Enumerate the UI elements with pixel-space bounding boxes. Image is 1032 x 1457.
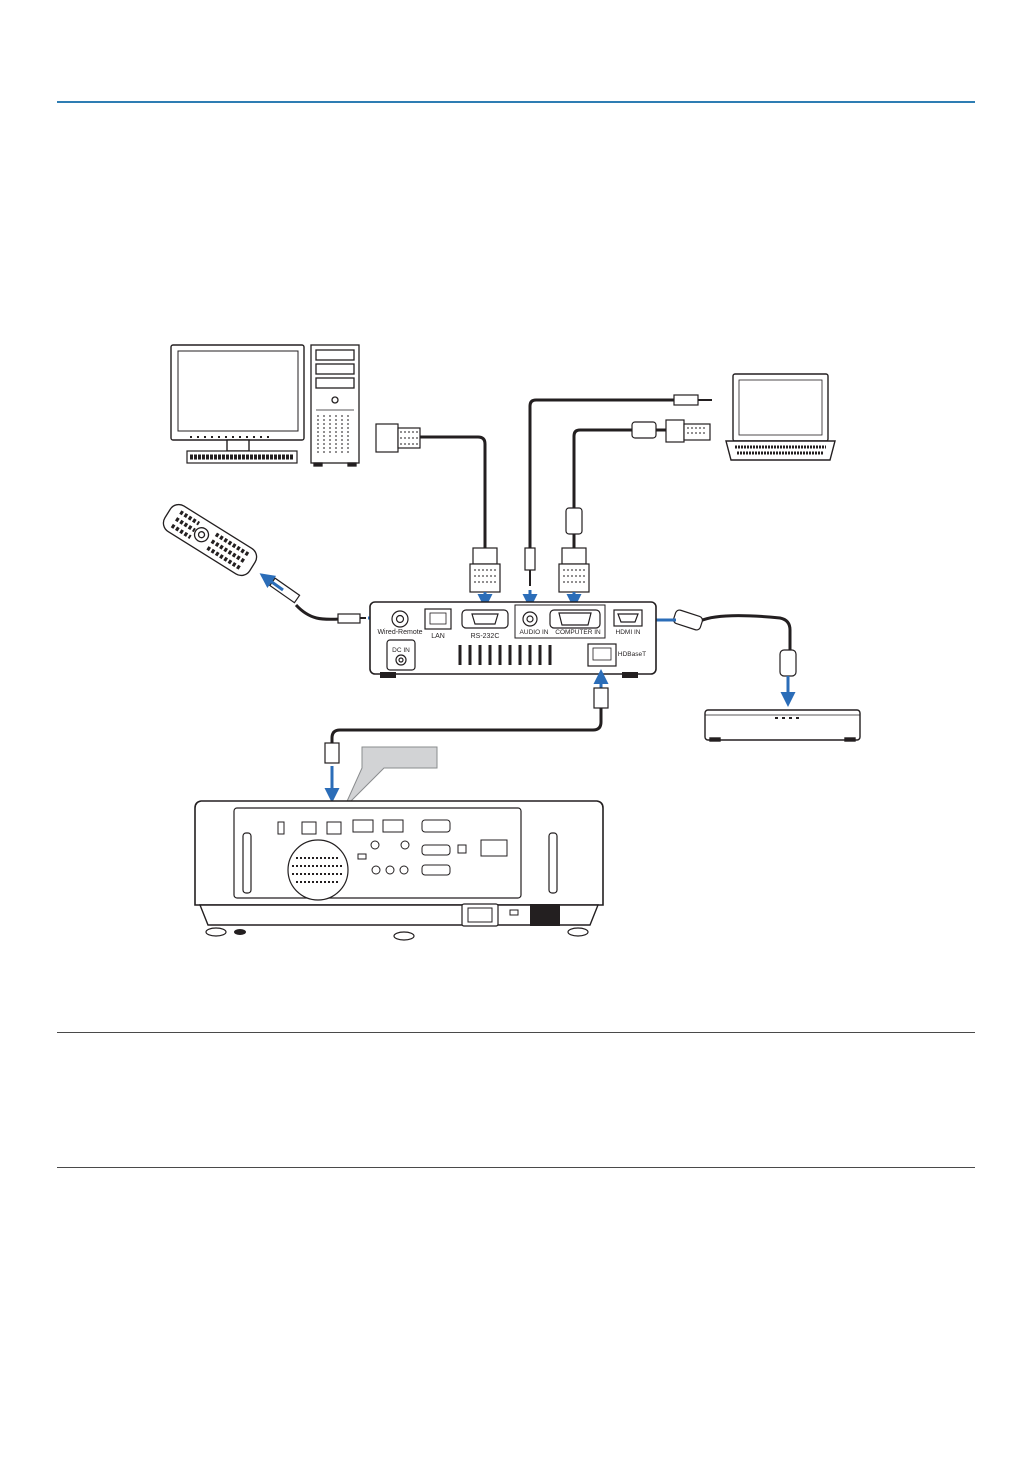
lan-port xyxy=(425,609,451,629)
label-lan: LAN xyxy=(431,633,445,640)
media-player-icon xyxy=(705,710,860,741)
audio-in-port xyxy=(523,612,537,626)
hdmi-cable xyxy=(643,609,796,704)
laptop-icon xyxy=(726,374,835,460)
serial-cable xyxy=(376,424,500,606)
hdmi-in-port xyxy=(614,610,642,626)
wired-remote-port xyxy=(392,611,408,627)
dc-in-port xyxy=(387,640,415,670)
hdbaset-port xyxy=(588,644,616,666)
pc-tower-icon xyxy=(311,345,359,466)
keyboard-icon xyxy=(187,451,297,463)
desktop-monitor-icon xyxy=(171,345,304,451)
label-rs232c: RS-232C xyxy=(471,633,500,640)
remote-cable xyxy=(262,575,388,623)
switcher-box-icon: Wired-Remote LAN RS-232C AUDIO IN COMPUT… xyxy=(370,602,656,678)
rs232c-port xyxy=(462,610,508,628)
computer-in-port xyxy=(550,610,600,628)
label-hdmi-in: HDMI IN xyxy=(616,629,641,636)
projector-rear-icon xyxy=(195,801,603,940)
vga-cable xyxy=(559,420,710,606)
label-computer-in: COMPUTER IN xyxy=(555,629,601,636)
label-wired-remote: Wired-Remote xyxy=(377,629,422,636)
label-hdbaset: HDBaseT xyxy=(618,651,646,658)
remote-control-icon xyxy=(160,501,261,579)
label-audio-in: AUDIO IN xyxy=(520,629,549,636)
callout-box-icon xyxy=(344,747,437,808)
label-dc-in: DC IN xyxy=(392,647,410,654)
